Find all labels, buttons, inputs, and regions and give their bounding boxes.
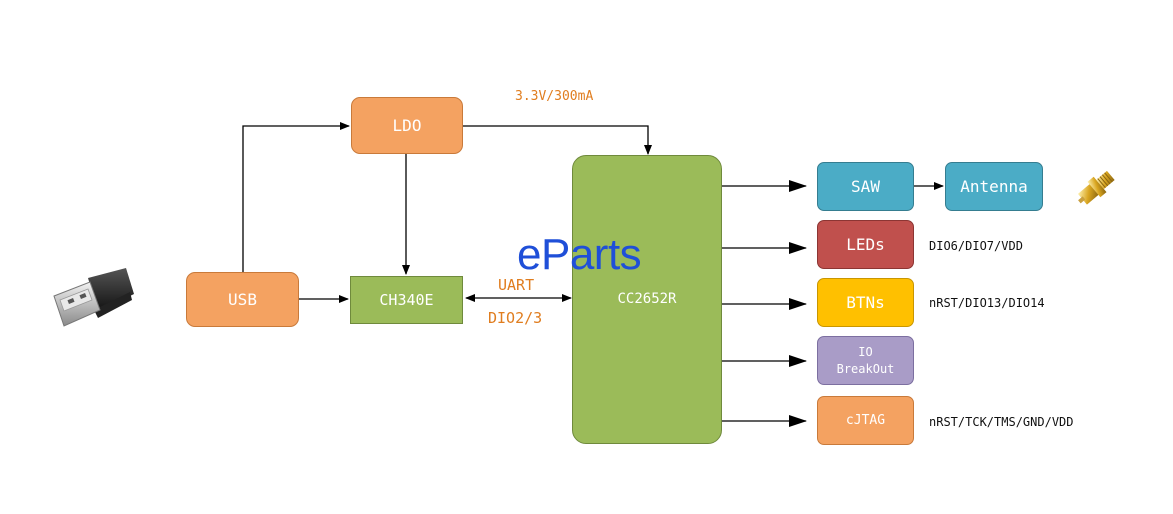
ldo-block: LDO [351,97,463,154]
io-label-line2: BreakOut [836,361,895,376]
ldo-label: LDO [392,116,422,135]
ch340e-label: CH340E [379,291,434,309]
leds-label: LEDs [846,235,885,254]
eparts-watermark: eParts [517,230,642,279]
usb-label: USB [228,290,257,309]
cc2652r-label: CC2652R [617,291,677,307]
ldo-to-cc2652r-line [463,125,652,155]
btns-pins-label: nRST/DIO13/DIO14 [929,296,1045,310]
antenna-block: Antenna [945,162,1043,211]
ch340e-block: CH340E [350,276,463,324]
dio-label: DIO2/3 [488,309,543,327]
power-label: 3.3V/300mA [515,89,594,104]
cjtag-block: cJTAG [817,396,914,445]
uart-label: UART [498,276,535,294]
antenna-label: Antenna [960,177,1028,196]
cjtag-label: cJTAG [845,413,886,428]
usb-block: USB [186,272,299,327]
cc2652r-block: CC2652R [572,155,722,444]
saw-label: SAW [851,177,880,196]
usb-plug-icon [53,268,134,327]
leds-block: LEDs [817,220,914,269]
io-breakout-block: IO BreakOut [817,336,914,385]
usb-to-ldo-line [242,122,350,272]
leds-pins-label: DIO6/DIO7/VDD [929,239,1023,253]
sma-connector-icon [1077,170,1115,205]
btns-block: BTNs [817,278,914,327]
cjtag-pins-label: nRST/TCK/TMS/GND/VDD [929,415,1074,429]
btns-label: BTNs [846,293,885,312]
saw-block: SAW [817,162,914,211]
io-label-line1: IO [858,344,873,359]
